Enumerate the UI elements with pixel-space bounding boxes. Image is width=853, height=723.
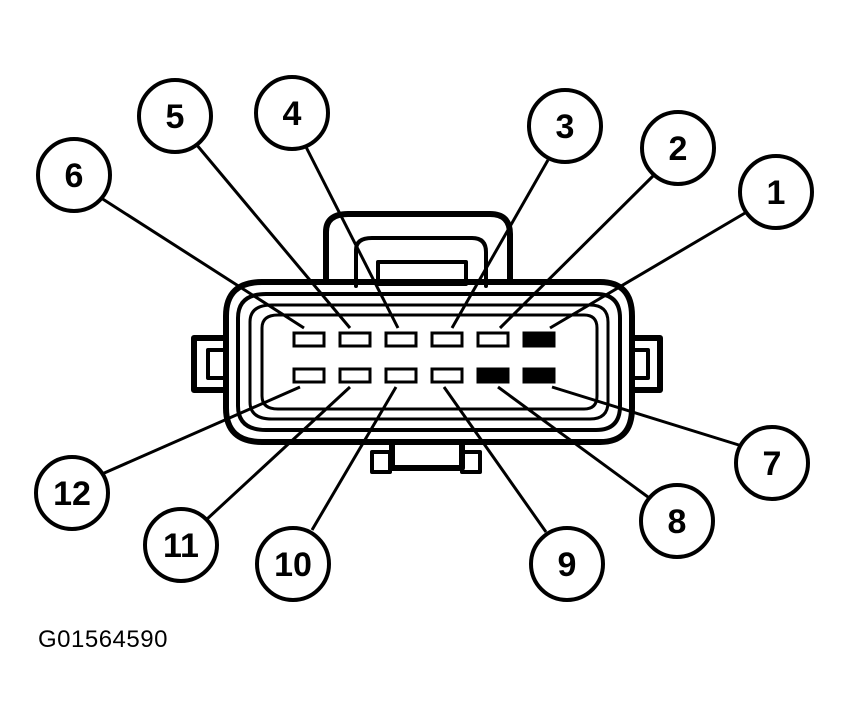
pin-number-1: 1 [767,174,786,212]
pin-number-11: 11 [163,527,199,565]
cavity-pin-9 [430,367,464,384]
cavity-pin-11 [338,367,372,384]
figure-code: G01564590 [38,626,168,653]
cavity-pin-2 [476,331,510,348]
callout-circle-12 [34,455,110,531]
bottom-lock-left-foot [370,450,392,474]
callout-circle-3 [527,88,603,164]
leader-line-2 [498,172,657,330]
pin-callout-9: 9 [529,526,605,602]
leader-line-5 [194,143,352,329]
leader-line-3 [450,159,550,329]
leader-line-10 [310,386,398,531]
cavity-pin-6 [292,331,326,348]
pin-callouts: 1 2 3 4 5 6 7 8 [34,75,814,602]
pin-callout-6: 6 [36,137,112,213]
callout-circle-8 [639,483,715,559]
outer-shell [223,279,635,445]
callout-circle-1 [738,154,814,230]
leader-line-7 [551,385,743,448]
callout-circle-7 [734,425,810,501]
bottom-lock-tab [389,439,465,471]
callout-circle-9 [529,526,605,602]
cavity-pin-3 [430,331,464,348]
left-ear-inner [206,348,228,380]
pin-callout-10: 10 [255,526,331,602]
leader-line-1 [549,211,746,330]
cavity-pin-12 [292,367,326,384]
pin-callout-3: 3 [527,88,603,164]
pin-number-3: 3 [556,108,575,146]
right-ear-inner [630,348,650,380]
shell-contour-3 [260,313,599,411]
shell-contour-1 [236,292,622,432]
callout-circle-5 [137,78,213,154]
pin-callout-4: 4 [254,75,330,151]
pin-number-6: 6 [65,157,84,195]
callout-circle-11 [143,507,219,583]
pin-number-10: 10 [274,546,312,584]
leader-lines [97,142,746,533]
leader-line-9 [442,386,548,533]
bottom-lock-right-foot [460,450,482,474]
leader-line-6 [97,194,305,330]
pin-number-4: 4 [283,95,302,133]
pin-number-2: 2 [669,130,688,168]
callout-circle-10 [255,526,331,602]
pin-number-9: 9 [558,546,577,584]
callout-circle-4 [254,75,330,151]
pin-callout-8: 8 [639,483,715,559]
pin-number-8: 8 [668,503,687,541]
cavity-pin-5 [338,331,372,348]
cavity-pin-7 [522,367,556,384]
cavity-pin-10 [384,367,418,384]
cavity-pin-8 [476,367,510,384]
pin-callout-7: 7 [734,425,810,501]
connector-housing [191,211,663,474]
leader-line-8 [497,385,649,499]
terminal-cavities [292,331,556,384]
pin-callout-5: 5 [137,78,213,154]
callout-circle-6 [36,137,112,213]
pin-number-12: 12 [53,475,91,513]
pin-callout-12: 12 [34,455,110,531]
left-ear [191,335,229,393]
pin-number-7: 7 [763,445,782,483]
cavity-pin-1 [522,331,556,348]
cavity-pin-4 [384,331,418,348]
leader-line-11 [204,385,352,522]
shell-contour-2 [248,303,610,421]
pin-callout-11: 11 [143,507,219,583]
leader-line-4 [302,142,400,329]
pin-callout-2: 2 [640,110,716,186]
leader-line-12 [101,385,301,476]
pin-callout-1: 1 [738,154,814,230]
right-ear [629,335,663,393]
pin-number-5: 5 [166,98,185,136]
callout-circle-2 [640,110,716,186]
